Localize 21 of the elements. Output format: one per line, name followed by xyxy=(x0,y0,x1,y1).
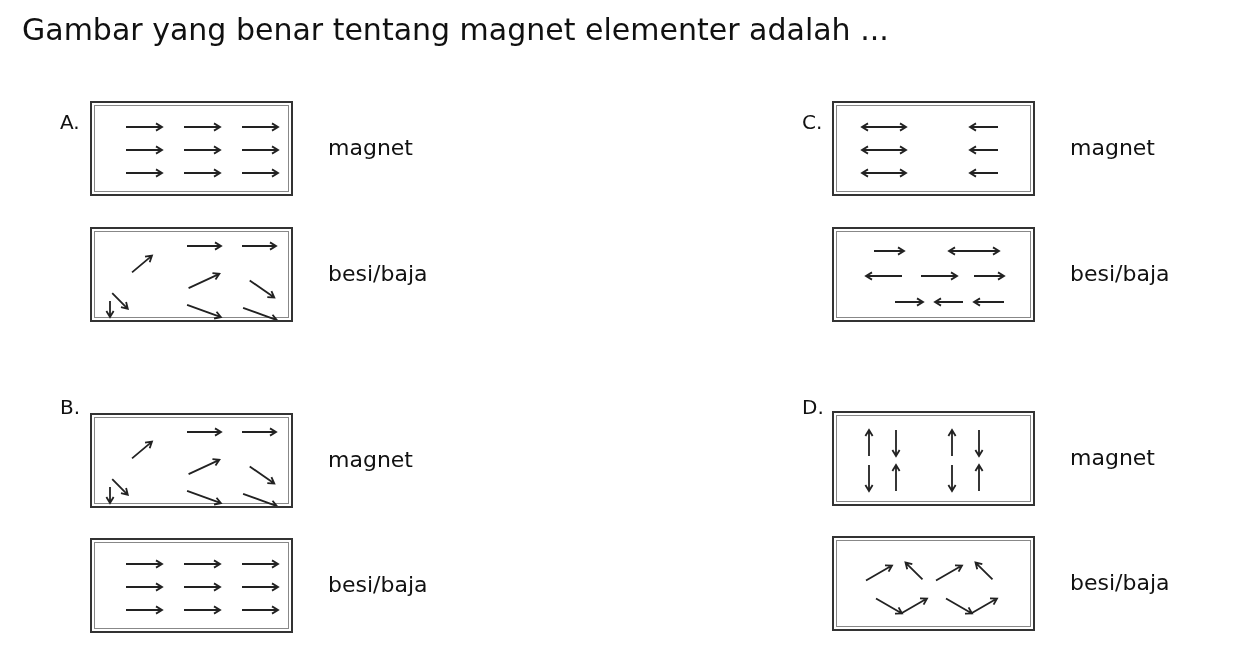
option-letter: A. xyxy=(60,110,80,134)
framed-picture xyxy=(832,411,1035,506)
picture-caption: besi/baja xyxy=(328,572,428,597)
framed-picture xyxy=(832,536,1035,631)
framed-picture xyxy=(832,101,1035,196)
framed-picture xyxy=(90,538,293,633)
framed-picture xyxy=(832,227,1035,322)
picture-caption: magnet xyxy=(328,135,413,160)
option-letter: C. xyxy=(802,110,823,134)
framed-picture xyxy=(90,413,293,508)
question-text: Gambar yang benar tentang magnet elementer adalah ... xyxy=(22,12,889,47)
option-letter: B. xyxy=(60,395,81,419)
picture-caption: magnet xyxy=(1070,445,1155,470)
picture-caption: besi/baja xyxy=(328,261,428,286)
picture-caption: besi/baja xyxy=(1070,261,1170,286)
picture-caption: besi/baja xyxy=(1070,570,1170,595)
picture-caption: magnet xyxy=(328,447,413,472)
picture-caption: magnet xyxy=(1070,135,1155,160)
framed-picture xyxy=(90,227,293,322)
framed-picture xyxy=(90,101,293,196)
option-letter: D. xyxy=(802,395,824,419)
